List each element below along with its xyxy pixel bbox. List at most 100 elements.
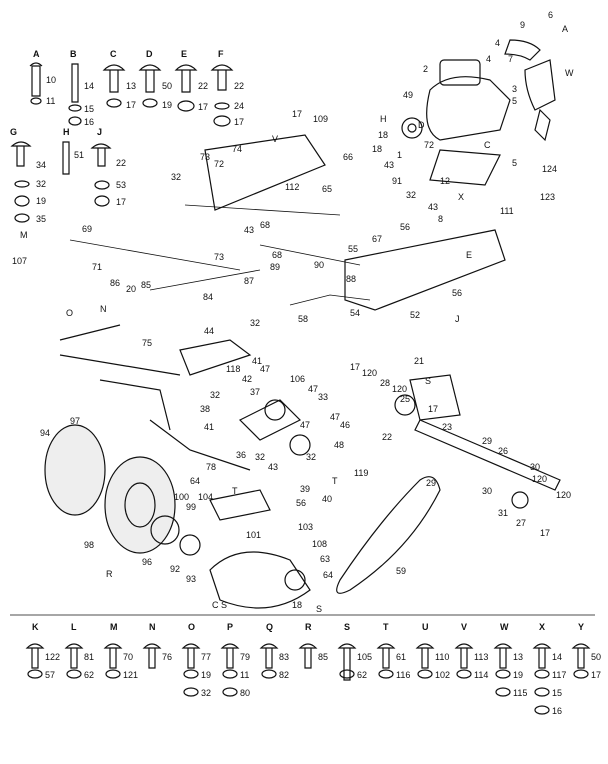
part-num: 76 [162,652,172,662]
part-num: 79 [240,652,250,662]
spring-washer-icon [14,195,30,207]
nut-icon [417,669,433,679]
callout: 26 [498,446,508,456]
transmission-housing [209,551,311,609]
washer-icon [68,104,82,112]
callout: 29 [482,436,492,446]
part-num: 32 [201,688,211,698]
callout: 41 [252,356,262,366]
callout: 67 [372,234,382,244]
main-frame [344,229,506,311]
callout: H [380,114,387,124]
mechanism-drawing [10,39,595,616]
part-num: 22 [198,81,208,91]
nut-icon [261,669,277,679]
bolt-H-icon [62,141,70,175]
washer-icon [214,102,230,110]
fastener-letter-Y: Y [578,622,584,632]
nut-icon [177,100,195,112]
callout: 32 [255,452,265,462]
part-num: 17 [116,197,126,207]
fastener-letter-R: R [305,622,312,632]
fastener-letter-L: L [71,622,77,632]
callout: R [106,569,113,579]
carriage-bolt-J-icon [90,143,112,167]
bolt-Q-icon [259,643,279,669]
pulley-hub [407,123,417,133]
fastener-letter-A: A [33,49,40,59]
part-num: 16 [552,706,562,716]
callout: 64 [190,476,200,486]
callout: 48 [334,440,344,450]
callout: 7 [508,54,513,64]
part-num: 15 [552,688,562,698]
lift-rod [69,239,241,271]
fastener-R: R85 [298,622,328,669]
idler-pulley-right [394,394,416,416]
callout: 86 [110,278,120,288]
callout: 58 [298,314,308,324]
callout: 87 [244,276,254,286]
bolt-W-icon [493,643,513,669]
callout: C [484,140,491,150]
bottom-fastener-row: K12257L8162M70121N76O771932P791180Q8382R… [25,622,601,716]
fastener-letter-J: J [97,127,102,137]
top-fastener-row: A 10 11 B 14 15 16 C 13 17 D 50 19 E 22 … [29,49,244,127]
part-num: 17 [126,100,136,110]
fastener-letter-W: W [500,622,509,632]
part-num: 50 [591,652,601,662]
callout: 68 [272,250,282,260]
fastener-letter-P: P [227,622,233,632]
callout: 32 [406,190,416,200]
frame-bracket-right [429,149,501,186]
callout: 98 [84,540,94,550]
axle-bracket [409,374,461,421]
callout: D [418,120,425,130]
nut-icon [94,195,110,207]
bolt-B-icon [71,63,79,103]
callout: 32 [171,172,181,182]
callout: S [425,376,431,386]
callout: 66 [343,152,353,162]
callout: 120 [392,384,407,394]
callout: 41 [204,422,214,432]
callout: 75 [142,338,152,348]
callout: 59 [396,566,406,576]
callout: W [565,68,574,78]
bolt-P-icon [220,643,240,669]
callout: 30 [482,486,492,496]
callout: 31 [498,508,508,518]
bolt-X-icon [532,643,552,669]
callout: 17 [292,109,302,119]
callout: 49 [403,90,413,100]
nut-icon [339,669,355,679]
part-num: 19 [36,196,46,206]
callout: 22 [382,432,392,442]
callout: 64 [323,570,333,580]
callout: 52 [410,310,420,320]
callout: 9 [520,20,525,30]
nut-icon [534,705,550,715]
axle-pulley [511,491,529,509]
nut-icon [68,116,82,126]
callout: 99 [186,502,196,512]
control-rod [184,204,341,216]
callout: A [562,24,568,34]
nut-icon [142,98,158,108]
callout: 111 [500,206,514,216]
fastener-letter-B: B [70,49,77,59]
part-num: 19 [201,670,211,680]
callout: 32 [250,318,260,328]
callout: 106 [290,374,305,384]
callout: C S [212,600,227,610]
rod-90 [259,244,361,266]
callout: 124 [542,164,557,174]
callout: 32 [210,390,220,400]
part-num: 61 [396,652,406,662]
fastener-N: N76 [142,622,172,669]
carriage-bolt-D-icon [138,64,162,93]
callout: S [316,604,322,614]
